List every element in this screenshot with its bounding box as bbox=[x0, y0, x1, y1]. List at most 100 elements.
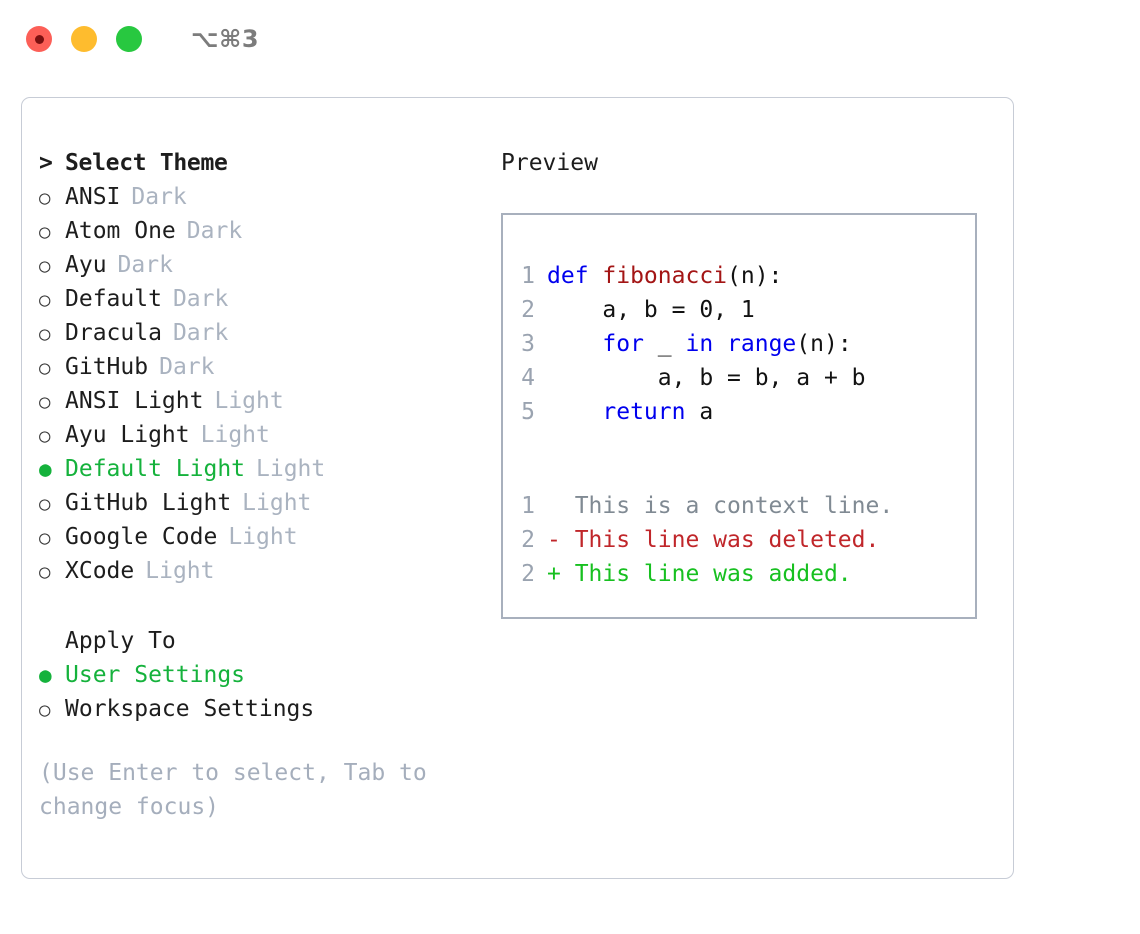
theme-option-default[interactable]: ○ Default Dark bbox=[39, 282, 479, 316]
line-number: 5 bbox=[521, 399, 535, 425]
line-number: 1 bbox=[521, 493, 535, 519]
theme-option-github[interactable]: ○ GitHub Dark bbox=[39, 350, 479, 384]
theme-option-label: XCode bbox=[65, 558, 135, 584]
radio-unselected-icon[interactable]: ○ bbox=[39, 357, 51, 379]
code-token-txt bbox=[713, 331, 727, 357]
theme-option-ayu-light[interactable]: ○ Ayu Light Light bbox=[39, 418, 479, 452]
code-line-content: for _ in range(n): bbox=[547, 327, 851, 361]
code-token-txt bbox=[547, 331, 602, 357]
radio-selected-icon[interactable]: ● bbox=[39, 457, 52, 481]
minimize-button[interactable] bbox=[71, 26, 97, 52]
section-spacer bbox=[39, 588, 479, 624]
radio-unselected-icon[interactable]: ○ bbox=[39, 255, 51, 277]
maximize-button[interactable] bbox=[116, 26, 142, 52]
code-token-kw: for bbox=[602, 331, 644, 357]
theme-variant-tag: Dark bbox=[159, 354, 215, 380]
apply-to-option-list: ●User Settings ○ Workspace Settings bbox=[39, 658, 479, 726]
prompt-caret-icon: > bbox=[39, 150, 53, 176]
keyboard-hint-text: (Use Enter to select, Tab to change focu… bbox=[39, 760, 427, 820]
theme-variant-tag: Dark bbox=[117, 252, 173, 278]
code-line-content: def fibonacci(n): bbox=[547, 259, 782, 293]
theme-variant-tag: Dark bbox=[186, 218, 243, 244]
window-controls bbox=[26, 26, 142, 52]
code-token-kw: return bbox=[602, 399, 686, 425]
code-line: 2 a, b = 0, 1 bbox=[503, 293, 975, 327]
theme-option-xcode[interactable]: ○ XCode Light bbox=[39, 554, 479, 588]
theme-option-label: Default bbox=[65, 286, 162, 312]
diff-sample: 1 This is a context line.2- This line wa… bbox=[503, 489, 975, 591]
theme-variant-tag: Dark bbox=[131, 184, 187, 210]
theme-option-google-code[interactable]: ○ Google Code Light bbox=[39, 520, 479, 554]
line-number: 2 bbox=[521, 297, 535, 323]
code-token-kw: in bbox=[685, 331, 714, 357]
select-theme-title: Select Theme bbox=[65, 150, 228, 176]
radio-unselected-icon[interactable]: ○ bbox=[39, 289, 51, 311]
line-number: 1 bbox=[521, 263, 535, 289]
apply-to-header: ○ Apply To bbox=[39, 624, 479, 658]
code-line: 1 def fibonacci(n): bbox=[503, 259, 975, 293]
theme-option-label: Dracula bbox=[65, 320, 162, 346]
theme-option-atom-one[interactable]: ○ Atom One Dark bbox=[39, 214, 479, 248]
radio-unselected-icon[interactable]: ○ bbox=[39, 699, 51, 721]
radio-unselected-icon[interactable]: ○ bbox=[39, 323, 51, 345]
code-line: 5 return a bbox=[503, 395, 975, 429]
theme-option-label: Default Light bbox=[65, 456, 246, 482]
theme-option-default-light[interactable]: ● Default Light Light bbox=[39, 452, 479, 486]
radio-unselected-icon[interactable]: ○ bbox=[39, 187, 51, 209]
code-token-txt bbox=[547, 399, 602, 425]
theme-variant-tag: Light bbox=[228, 524, 298, 550]
theme-variant-tag: Dark bbox=[172, 320, 229, 346]
theme-variant-tag: Dark bbox=[172, 286, 229, 312]
theme-option-label: Google Code bbox=[65, 524, 218, 550]
radio-unselected-icon[interactable]: ○ bbox=[39, 561, 51, 583]
radio-unselected-icon[interactable]: ○ bbox=[39, 221, 51, 243]
theme-option-label: GitHub Light bbox=[65, 490, 232, 516]
keyboard-shortcut-label: ⌥⌘3 bbox=[191, 25, 260, 53]
code-line-content: return a bbox=[547, 395, 713, 429]
line-number: 2 bbox=[521, 561, 535, 587]
apply-to-option-user-settings[interactable]: ●User Settings bbox=[39, 658, 479, 692]
radio-unselected-icon[interactable]: ○ bbox=[39, 493, 51, 515]
theme-variant-tag: Light bbox=[145, 558, 215, 584]
code-token-fn: fibonacci bbox=[602, 263, 728, 289]
theme-option-label: ANSI Light bbox=[65, 388, 204, 414]
apply-to-option-label: Workspace Settings bbox=[65, 696, 315, 722]
diff-line-content: + This line was added. bbox=[547, 561, 852, 587]
line-number: 3 bbox=[521, 331, 535, 357]
theme-variant-tag: Light bbox=[256, 456, 326, 482]
close-button[interactable] bbox=[26, 26, 52, 52]
radio-unselected-icon[interactable]: ○ bbox=[39, 527, 51, 549]
apply-to-title: Apply To bbox=[65, 628, 176, 654]
title-bar: ⌥⌘3 bbox=[0, 0, 1140, 78]
radio-selected-icon[interactable]: ● bbox=[39, 663, 52, 687]
code-token-txt: a bbox=[685, 399, 714, 425]
theme-option-label: Atom One bbox=[65, 218, 176, 244]
code-line-content: a, b = b, a + b bbox=[547, 361, 866, 395]
apply-to-option-workspace-settings[interactable]: ○ Workspace Settings bbox=[39, 692, 479, 726]
apply-to-marker-placeholder: ○ bbox=[39, 625, 65, 659]
theme-option-label: Ayu Light bbox=[65, 422, 190, 448]
code-line: 4 a, b = b, a + b bbox=[503, 361, 975, 395]
code-line-content: a, b = 0, 1 bbox=[547, 293, 755, 327]
theme-option-dracula[interactable]: ○ Dracula Dark bbox=[39, 316, 479, 350]
theme-option-label: GitHub bbox=[65, 354, 149, 380]
diff-spacer bbox=[503, 429, 975, 489]
radio-unselected-icon[interactable]: ○ bbox=[39, 391, 51, 413]
line-number: 4 bbox=[521, 365, 535, 391]
theme-variant-tag: Light bbox=[200, 422, 270, 448]
code-token-kw: def bbox=[547, 263, 603, 289]
radio-unselected-icon[interactable]: ○ bbox=[39, 425, 51, 447]
diff-line-content: - This line was deleted. bbox=[547, 527, 880, 553]
code-token-txt: a, b = 0, 1 bbox=[547, 297, 755, 323]
